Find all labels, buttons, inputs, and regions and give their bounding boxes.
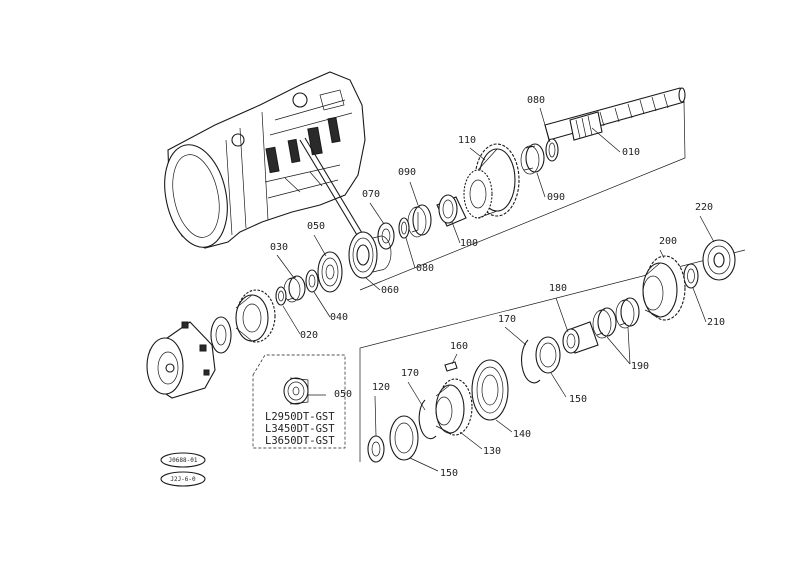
part-label-p200: 200 bbox=[659, 236, 677, 247]
part-140-shift-sleeve bbox=[471, 359, 509, 421]
part-label-p170b: 170 bbox=[401, 368, 419, 379]
part-040-ring bbox=[305, 269, 319, 293]
part-020-ring bbox=[275, 286, 287, 306]
part-label-p080a: 080 bbox=[527, 95, 545, 106]
part-050-bearing bbox=[317, 251, 343, 293]
part-label-p150b: 150 bbox=[440, 468, 458, 479]
part-030-needle-bearing bbox=[283, 275, 306, 303]
part-060-ball-bearing bbox=[348, 231, 392, 279]
model-inset-box bbox=[252, 354, 346, 449]
part-label-p060: 060 bbox=[381, 285, 399, 296]
part-label-p030: 030 bbox=[270, 242, 288, 253]
model-1: L2950DT-GST bbox=[265, 411, 335, 423]
part-label-p170a: 170 bbox=[498, 314, 516, 325]
clutch-drum bbox=[146, 321, 216, 399]
part-220-bearing bbox=[702, 239, 736, 281]
part-180-sleeve bbox=[562, 321, 599, 354]
part-label-p150a: 150 bbox=[569, 394, 587, 405]
transmission-housing bbox=[164, 71, 366, 249]
part-label-p020: 020 bbox=[300, 330, 318, 341]
leader-lines bbox=[276, 107, 715, 472]
part-090-needle-bearing-left bbox=[407, 204, 432, 238]
clutch-hub-gear bbox=[235, 289, 276, 343]
part-190-needle-bearings bbox=[592, 297, 640, 339]
reference-badges: J0688-01 J2J-6-0 bbox=[160, 452, 206, 487]
part-090-needle-bearing-right bbox=[520, 143, 545, 175]
part-110-gear bbox=[463, 143, 520, 219]
part-label-p210: 210 bbox=[707, 317, 725, 328]
part-label-p190: 190 bbox=[631, 361, 649, 372]
part-label-p130: 130 bbox=[483, 446, 501, 457]
part-010-main-shaft bbox=[544, 87, 686, 141]
ref-code-1: J0688-01 bbox=[169, 457, 198, 464]
part-130-gear bbox=[435, 378, 473, 436]
part-170-snap-ring-lower bbox=[418, 399, 437, 440]
part-label-p090b: 090 bbox=[547, 192, 565, 203]
part-120-washer bbox=[367, 435, 385, 463]
part-150-ring-upper bbox=[535, 336, 561, 374]
part-150-ring-lower bbox=[389, 415, 419, 461]
part-210-ring bbox=[683, 263, 699, 289]
part-label-p040: 040 bbox=[330, 312, 348, 323]
part-label-p090a: 090 bbox=[398, 167, 416, 178]
part-label-p140: 140 bbox=[513, 429, 531, 440]
bracket-line-lower bbox=[359, 249, 746, 462]
bracket-line-upper bbox=[359, 101, 686, 291]
part-160-key bbox=[444, 361, 458, 372]
part-label-p010: 010 bbox=[622, 147, 640, 158]
part-label-p050: 050 bbox=[307, 221, 325, 232]
part-170-snap-ring-upper bbox=[521, 339, 541, 384]
part-label-p080b: 080 bbox=[416, 263, 434, 274]
part-labels: 010 020 030 040 050 060 070 080 080 090 090 100 110 1… bbox=[270, 95, 725, 479]
part-080-snap-ring-lower bbox=[398, 217, 410, 239]
part-label-p100: 100 bbox=[460, 238, 478, 249]
part-label-p160: 160 bbox=[450, 341, 468, 352]
washer-small bbox=[210, 316, 232, 354]
part-label-p050c: 050 bbox=[334, 389, 352, 400]
part-label-p110: 110 bbox=[458, 135, 476, 146]
model-2: L3450DT-GST bbox=[265, 423, 335, 435]
part-100-sleeve bbox=[436, 194, 467, 227]
ref-code-2: J2J-6-0 bbox=[170, 476, 196, 483]
part-label-p180: 180 bbox=[549, 283, 567, 294]
model-list: L2950DT-GST L3450DT-GST L3650DT-GST bbox=[265, 411, 335, 447]
model-3: L3650DT-GST bbox=[265, 435, 335, 447]
part-080-snap-ring-upper bbox=[545, 138, 559, 162]
part-label-p220: 220 bbox=[695, 202, 713, 213]
part-label-p120: 120 bbox=[372, 382, 390, 393]
part-200-gear bbox=[642, 255, 686, 321]
part-label-p070: 070 bbox=[362, 189, 380, 200]
